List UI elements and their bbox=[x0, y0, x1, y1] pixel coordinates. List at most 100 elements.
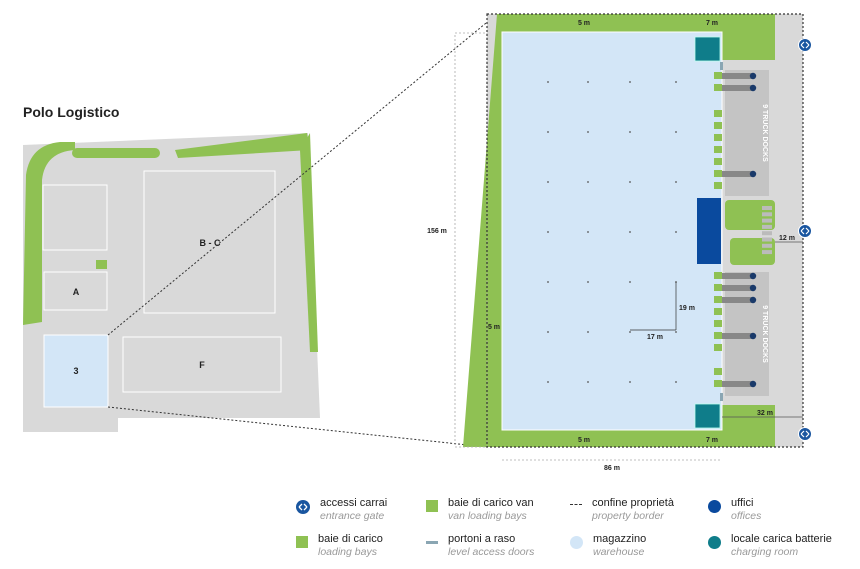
page-title: Polo Logistico bbox=[23, 104, 120, 120]
site-green-east bbox=[300, 133, 318, 352]
legend-label: uffici bbox=[731, 497, 754, 509]
loading-bay bbox=[714, 84, 722, 91]
loading-bay bbox=[714, 122, 722, 129]
legend-sublabel: van loading bays bbox=[448, 510, 527, 522]
truck-dock-bumper bbox=[749, 72, 757, 80]
gate-icon bbox=[296, 500, 310, 514]
dim-top-setback: 5 m bbox=[578, 20, 590, 27]
loading-bay bbox=[714, 72, 722, 79]
column-dot bbox=[675, 81, 677, 83]
loading-bay bbox=[714, 320, 722, 327]
legend-label: magazzino bbox=[593, 533, 647, 545]
pedestrian-crossing bbox=[762, 206, 772, 255]
loading-bay bbox=[714, 284, 722, 291]
column-dot bbox=[547, 181, 549, 183]
truck-dock-bumper bbox=[749, 296, 757, 304]
legend-label: portoni a raso bbox=[448, 533, 516, 545]
gate-arrows bbox=[800, 430, 810, 438]
column-dot bbox=[547, 131, 549, 133]
crossing-stripe bbox=[762, 212, 772, 217]
column-dot bbox=[629, 81, 631, 83]
truck-dock bbox=[722, 381, 752, 387]
loading-bay bbox=[714, 344, 722, 351]
loading-bay bbox=[714, 134, 722, 141]
column-dot bbox=[587, 131, 589, 133]
column-dot bbox=[587, 381, 589, 383]
loading-bay bbox=[714, 272, 722, 279]
truck-dock bbox=[722, 285, 752, 291]
loading-bay bbox=[714, 146, 722, 153]
site-green-north bbox=[72, 148, 160, 158]
legend-label: baie di carico bbox=[318, 533, 383, 545]
loading-bay bbox=[714, 332, 722, 339]
dim-bottom-setback: 5 m bbox=[578, 437, 590, 444]
level-door-top bbox=[720, 62, 723, 70]
loading-bay bbox=[714, 296, 722, 303]
crossing-stripe bbox=[762, 218, 772, 223]
building-b-c-label: B - C bbox=[200, 238, 221, 248]
truck-dock-bumper bbox=[749, 284, 757, 292]
dim-bay-y: 19 m bbox=[679, 305, 695, 312]
property-border-icon bbox=[570, 504, 582, 505]
truck-dock-bumper bbox=[749, 380, 757, 388]
loading-bay bbox=[714, 380, 722, 387]
dim-height: 156 m bbox=[427, 228, 447, 235]
zoom-line-bottom bbox=[107, 406, 488, 448]
truck-dock-bumper bbox=[749, 84, 757, 92]
dock-label-north: 9 TRUCK DOCKS bbox=[761, 104, 768, 162]
level-door-bottom bbox=[720, 393, 723, 401]
legend-label: confine proprietà bbox=[592, 497, 674, 509]
column-dot bbox=[547, 81, 549, 83]
legend-sublabel: charging room bbox=[731, 546, 799, 558]
loading-bay bbox=[714, 110, 722, 117]
level-door-icon bbox=[426, 541, 438, 544]
dim-bay-x: 17 m bbox=[647, 334, 663, 341]
column-dot bbox=[587, 231, 589, 233]
legend-sublabel: entrance gate bbox=[320, 510, 385, 522]
crossing-stripe bbox=[762, 206, 772, 210]
column-dot bbox=[629, 231, 631, 233]
building-a-label: A bbox=[73, 287, 80, 297]
site-green-west bbox=[23, 142, 75, 325]
building-3-label: 3 bbox=[73, 366, 78, 376]
gate-icon bbox=[798, 224, 812, 238]
column-dot bbox=[629, 281, 631, 283]
loading-bay bbox=[714, 368, 722, 375]
gate-icon bbox=[798, 427, 812, 441]
column-dot bbox=[547, 381, 549, 383]
van-bay-icon bbox=[426, 500, 438, 512]
legend-sublabel: warehouse bbox=[593, 546, 645, 558]
building-f bbox=[122, 336, 282, 393]
column-dot bbox=[587, 181, 589, 183]
legend-sublabel: loading bays bbox=[318, 546, 377, 558]
loading-bay bbox=[714, 182, 722, 189]
gate-arrows bbox=[800, 41, 810, 49]
column-dot bbox=[587, 281, 589, 283]
loading-bay bbox=[714, 308, 722, 315]
column-dot bbox=[547, 281, 549, 283]
truck-dock bbox=[722, 85, 752, 91]
column-dot bbox=[587, 331, 589, 333]
warehouse bbox=[501, 31, 723, 431]
column-dot bbox=[587, 81, 589, 83]
dock-label-south: 9 TRUCK DOCKS bbox=[761, 305, 768, 363]
legend-label: baie di carico van bbox=[448, 497, 534, 509]
gate-arrows bbox=[800, 227, 810, 235]
legend-sublabel: offices bbox=[731, 510, 762, 522]
column-dot bbox=[675, 381, 677, 383]
crossing-stripe bbox=[762, 231, 772, 236]
site-green-northeast bbox=[175, 133, 310, 158]
column-dot bbox=[675, 231, 677, 233]
legend-label: locale carica batterie bbox=[731, 533, 832, 545]
green-area bbox=[463, 14, 775, 447]
truck-dock-bumper bbox=[749, 332, 757, 340]
truck-dock-bumper bbox=[749, 170, 757, 178]
dim-yard-gate: 12 m bbox=[779, 235, 795, 242]
